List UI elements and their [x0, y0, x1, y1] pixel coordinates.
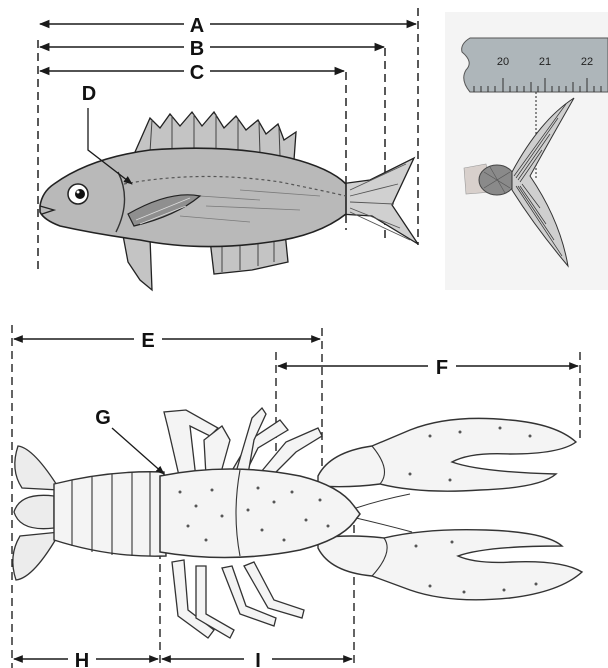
leader-line-g [112, 428, 164, 474]
label-g: G [95, 407, 111, 429]
label-i: I [255, 650, 261, 668]
ruler-label-20: 20 [497, 56, 509, 68]
tail-photo-panel: 20 21 22 [445, 12, 608, 290]
walking-legs-lower [172, 560, 304, 638]
lower-claw [318, 530, 582, 600]
upper-claw [318, 418, 576, 491]
caudal-fin [340, 158, 418, 244]
abdomen [54, 472, 166, 556]
label-h: H [75, 650, 89, 668]
label-c: C [190, 62, 204, 84]
fish-panel: A B C [38, 8, 418, 290]
label-a: A [190, 15, 204, 37]
label-d: D [82, 83, 96, 105]
tail-fan [13, 446, 60, 580]
ruler-label-22: 22 [581, 56, 593, 68]
label-f: F [436, 357, 448, 379]
label-b: B [190, 38, 204, 60]
label-e: E [141, 330, 154, 352]
crayfish-panel: E F H I [12, 325, 582, 668]
ruler-label-21: 21 [539, 56, 551, 68]
